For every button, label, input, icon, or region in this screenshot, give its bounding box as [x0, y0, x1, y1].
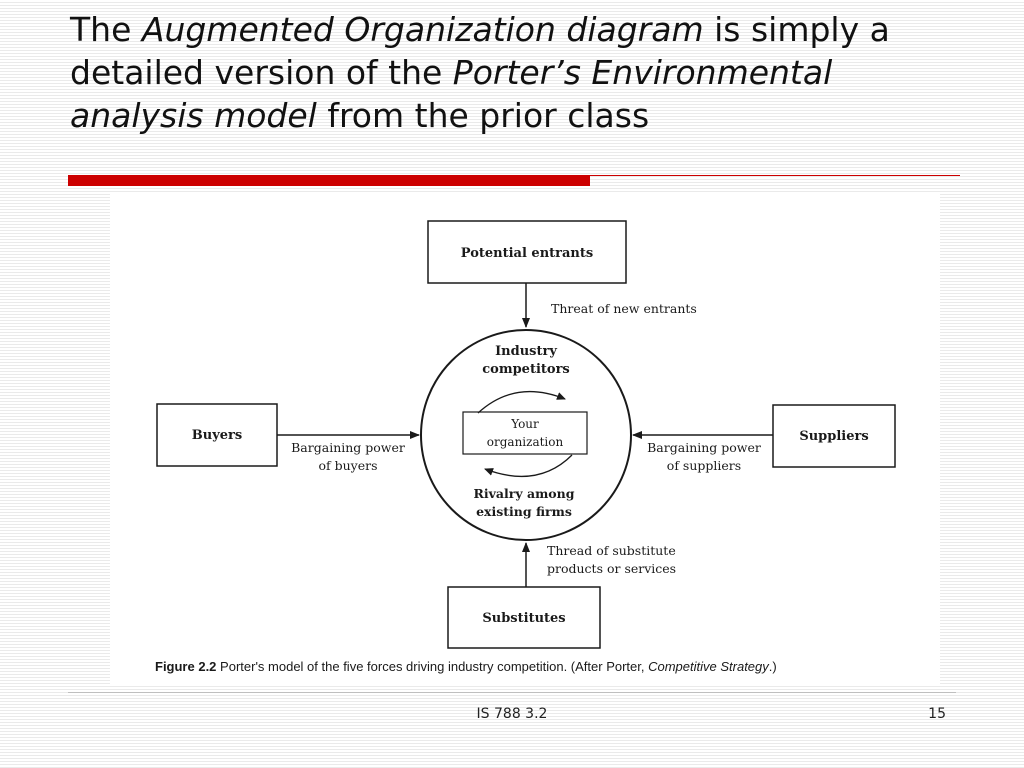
rivalry-arrow-bottom — [484, 454, 573, 478]
substitute-threat-label-1: Thread of substitute — [547, 543, 676, 558]
substitute-threat-label-2: products or services — [547, 561, 676, 576]
your-organization-box — [462, 411, 588, 455]
footer-rule — [68, 692, 956, 693]
title-text-3: from the prior class — [316, 96, 650, 135]
suppliers-label: Suppliers — [799, 429, 868, 444]
figure-caption-label: Figure 2.2 — [155, 659, 216, 674]
potential-entrants-label: Potential entrants — [461, 246, 593, 261]
threat-new-entrants-label: Threat of new entrants — [551, 301, 697, 316]
industry-competitors-label-1: Industry — [495, 344, 557, 359]
figure-caption: Figure 2.2 Porter's model of the five fo… — [155, 659, 777, 674]
industry-competitors-label-2: competitors — [482, 362, 570, 377]
figure-caption-text: Porter's model of the five forces drivin… — [220, 659, 648, 674]
footer-course-label: IS 788 3.2 — [476, 706, 548, 722]
figure-caption-source: Competitive Strategy — [648, 659, 770, 674]
figure-panel: Potential entrants Buyers Suppliers Subs… — [110, 193, 940, 685]
substitutes-box — [447, 586, 601, 649]
rivalry-arrow-top — [477, 390, 566, 414]
rivalry-label-2: existing firms — [476, 504, 572, 519]
title-emphasis-2: Porter’s Environmental analysis model — [70, 53, 833, 135]
title-emphasis-1: Augmented Organization diagram — [141, 10, 704, 49]
suppliers-force-label-1: Bargaining power — [647, 440, 761, 455]
title-text-2: is simply a detailed version of the — [70, 10, 890, 92]
buyers-box — [156, 403, 278, 467]
industry-circle — [420, 329, 632, 541]
title-underline-rule — [590, 175, 960, 176]
suppliers-box — [772, 404, 896, 468]
slide-title: The Augmented Organization diagram is si… — [70, 8, 970, 137]
title-text-1: The — [70, 10, 142, 49]
potential-entrants-box — [427, 220, 627, 284]
porter-five-forces-diagram: Potential entrants Buyers Suppliers Subs… — [155, 220, 896, 674]
buyers-force-label-1: Bargaining power — [291, 440, 405, 455]
figure-caption-end: .) — [769, 659, 777, 674]
your-organization-label-2: organization — [487, 435, 564, 449]
footer-page-number: 15 — [928, 706, 946, 722]
suppliers-force-label-2: of suppliers — [667, 458, 741, 473]
your-organization-label-1: Your — [510, 417, 539, 431]
buyers-label: Buyers — [192, 428, 242, 443]
title-underline-bar — [68, 175, 590, 186]
buyers-force-label-2: of buyers — [318, 458, 377, 473]
substitutes-label: Substitutes — [482, 611, 565, 626]
rivalry-label-1: Rivalry among — [474, 486, 575, 501]
